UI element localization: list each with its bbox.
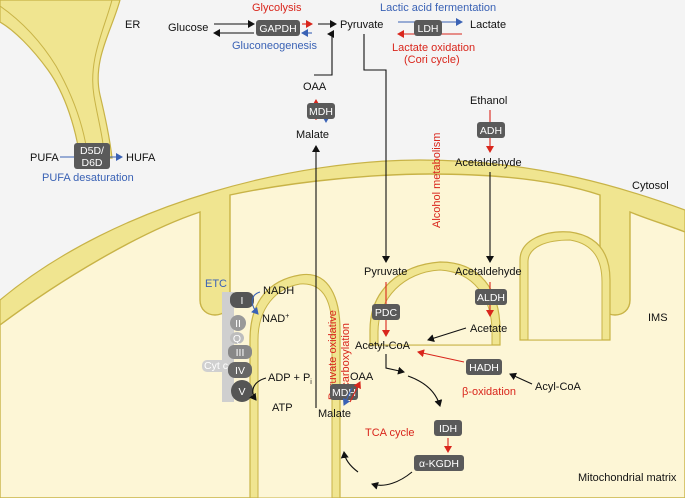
lactate-label: Lactate: [470, 19, 506, 31]
oaa-cyto-label: OAA: [303, 81, 327, 93]
pyruvate-mito-label: Pyruvate: [364, 266, 407, 278]
mdh-mito-enzyme: [330, 384, 358, 400]
mdh-mito-label: MDH: [332, 387, 356, 399]
complex-v-label: V: [238, 386, 245, 398]
gluconeogenesis-label: Gluconeogenesis: [232, 40, 318, 52]
mitochondrion-inner-membrane: [0, 173, 685, 498]
alcohol-metabolism-label: Alcohol metabolism: [431, 133, 443, 228]
acetaldehyde-mito-label: Acetaldehyde: [455, 266, 522, 278]
idh-label: IDH: [439, 423, 457, 435]
pyruvate-oxidative-line1: Pyruvate oxidative: [327, 310, 339, 400]
cytosol-label: Cytosol: [632, 180, 669, 192]
complex-iii: [228, 345, 252, 359]
akgdh-enzyme: [414, 455, 464, 471]
ims-label: IMS: [648, 312, 668, 324]
mdh-cyto-enzyme: [307, 103, 335, 119]
pyruvate-oxidative-line2: decarboxylation: [340, 323, 352, 400]
lactate-oxidation-label: Lactate oxidation: [392, 42, 475, 54]
pyruvate-cyto-label: Pyruvate: [340, 19, 383, 31]
cytochrome-c: [202, 360, 230, 372]
acetyl-coa-label: Acetyl-CoA: [355, 340, 411, 352]
d5d-d6d-enzyme: [74, 143, 110, 169]
matrix-label: Mitochondrial matrix: [578, 472, 677, 484]
acyl-coa-label: Acyl-CoA: [535, 381, 582, 393]
nad-label: NAD+: [262, 313, 289, 325]
adh-label: ADH: [480, 125, 502, 137]
cytochrome-c-label: Cyt c: [204, 360, 228, 372]
complex-i: [230, 292, 254, 308]
er-membrane: [0, 0, 121, 159]
coenzyme-q: [230, 332, 244, 344]
akgdh-label: α-KGDH: [419, 458, 459, 470]
aldh-enzyme: [475, 289, 507, 305]
oaa-mito-label: OAA: [350, 371, 374, 383]
cori-cycle-label: (Cori cycle): [404, 54, 460, 66]
pufa-desaturation-label: PUFA desaturation: [42, 172, 134, 184]
d5d-label-line2: D6D: [81, 157, 102, 169]
mdh-cyto-label: MDH: [309, 106, 333, 118]
hadh-enzyme: [466, 359, 502, 375]
pdc-label: PDC: [375, 307, 398, 319]
ldh-enzyme: [414, 20, 442, 36]
er-label: ER: [125, 19, 140, 31]
complex-ii: [230, 315, 246, 331]
ldh-label: LDH: [417, 23, 438, 35]
glycolysis-label: Glycolysis: [252, 2, 302, 14]
acetaldehyde-cyto-label: Acetaldehyde: [455, 157, 522, 169]
beta-oxidation-label: β-oxidation: [462, 386, 516, 398]
hadh-label: HADH: [469, 362, 499, 374]
idh-enzyme: [434, 420, 462, 436]
complex-v: [231, 380, 253, 402]
malate-mito-label: Malate: [318, 408, 351, 420]
lactic-fermentation-label: Lactic acid fermentation: [380, 2, 496, 14]
nadh-label: NADH: [263, 285, 294, 297]
malate-cyto-label: Malate: [296, 129, 329, 141]
pdc-enzyme: [372, 304, 400, 320]
complex-iii-label: III: [236, 347, 245, 359]
atp-label: ATP: [272, 402, 293, 414]
ethanol-label: Ethanol: [470, 95, 507, 107]
etc-label: ETC: [205, 278, 227, 290]
complex-i-label: I: [241, 295, 244, 307]
complex-iv: [228, 362, 252, 378]
complex-iv-label: IV: [235, 365, 245, 377]
coenzyme-q-label: Q: [233, 333, 241, 345]
glucose-label: Glucose: [168, 22, 208, 34]
adp-label: ADP + Pi: [268, 372, 312, 386]
adh-enzyme: [477, 122, 505, 138]
d5d-label-line1: D5D/: [80, 145, 104, 157]
hufa-label: HUFA: [126, 152, 156, 164]
complex-ii-label: II: [235, 318, 241, 330]
tca-cycle-label: TCA cycle: [365, 427, 415, 439]
gapdh-label: GAPDH: [259, 23, 296, 35]
pufa-label: PUFA: [30, 152, 59, 164]
gapdh-enzyme: [256, 20, 300, 36]
acetate-label: Acetate: [470, 323, 507, 335]
aldh-label: ALDH: [477, 292, 505, 304]
